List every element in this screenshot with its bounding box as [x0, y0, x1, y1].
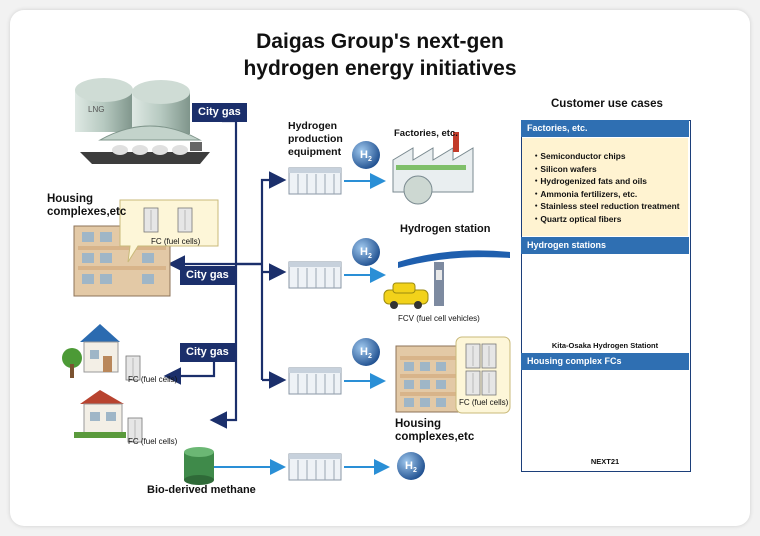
lng-label: LNG: [88, 105, 104, 114]
h2-production-equipment-1: [288, 167, 342, 195]
h2-sphere-icon: [352, 141, 380, 169]
h2-sphere-icon: [352, 338, 380, 366]
housing-fc-panel-header: Housing complex FCs: [521, 353, 689, 370]
fcv-label: FCV (fuel cell vehicles): [398, 314, 480, 323]
housing-complexes-center-label: Housing complexes,etc: [395, 418, 475, 443]
list-item: ・Quartz optical fibers: [532, 213, 622, 224]
list-item: ・Silicon wafers: [532, 163, 597, 174]
bio-methane-label: Bio-derived methane: [147, 484, 256, 496]
h2-label: H2: [360, 149, 372, 164]
housing-complex-image: [395, 345, 467, 413]
h2-production-equipment-label: Hydrogen production equipment: [288, 120, 343, 158]
hydrogen-station-image: [383, 250, 510, 309]
lng-ship-image: [80, 142, 210, 164]
hydrogen-supply-arrows: [214, 173, 390, 475]
title-line-2: hydrogen energy initiatives: [243, 57, 517, 80]
housing-complexes-left-label: Housing complexes,etc: [47, 193, 127, 218]
h2-production-equipment-2: [288, 261, 342, 289]
factories-panel-body: [522, 138, 688, 236]
customer-use-cases-title: Customer use cases: [551, 98, 663, 110]
list-item: ・Semiconductor chips: [532, 151, 626, 161]
list-item: ・Stainless steel reduction treatment: [532, 201, 680, 212]
hydrogen-stations-panel-header: Hydrogen stations: [521, 237, 689, 254]
h2-label: H2: [360, 346, 372, 361]
factories-panel-header: Factories, etc.: [521, 120, 689, 137]
list-item: ・Hydrogenized fats and oils: [532, 176, 647, 187]
next21-photo-caption: NEXT21: [590, 457, 620, 466]
h2-production-equipment-4: [288, 453, 342, 481]
factories-use-list: ・Semiconductor chips ・Silicon wafers ・Hy…: [532, 150, 680, 226]
factories-label: Factories, etc.: [394, 128, 458, 139]
h2-sphere-icon: [397, 452, 425, 480]
detached-house-2-image: [74, 390, 143, 443]
h2-sphere-icon: [352, 238, 380, 266]
bio-methane-tank-image: [184, 447, 214, 485]
city-gas-tag: City gas: [180, 343, 235, 362]
title-line-1: Daigas Group's next-gen: [256, 30, 504, 53]
factory-image: [392, 132, 474, 205]
h2-label: H2: [405, 460, 417, 475]
hydrogen-station-label: Hydrogen station: [400, 223, 491, 235]
fc-fuel-cells-label: FC (fuel cells): [128, 437, 178, 446]
detached-house-1-image: [62, 324, 141, 381]
station-photo-caption: Kita-Osaka Hydrogen Stationt: [551, 341, 659, 350]
city-gas-tag: City gas: [192, 103, 247, 122]
lng-tanks-image: [75, 78, 202, 141]
city-gas-tag: City gas: [180, 266, 235, 285]
h2-production-equipment-3: [288, 367, 342, 395]
list-item: ・Ammonia fertilizers, etc.: [532, 188, 638, 199]
fc-fuel-cells-label: FC (fuel cells): [459, 398, 509, 407]
fc-fuel-cells-label: FC (fuel cells): [128, 375, 178, 384]
fc-fuel-cells-label: FC (fuel cells): [151, 237, 201, 246]
h2-label: H2: [360, 246, 372, 261]
